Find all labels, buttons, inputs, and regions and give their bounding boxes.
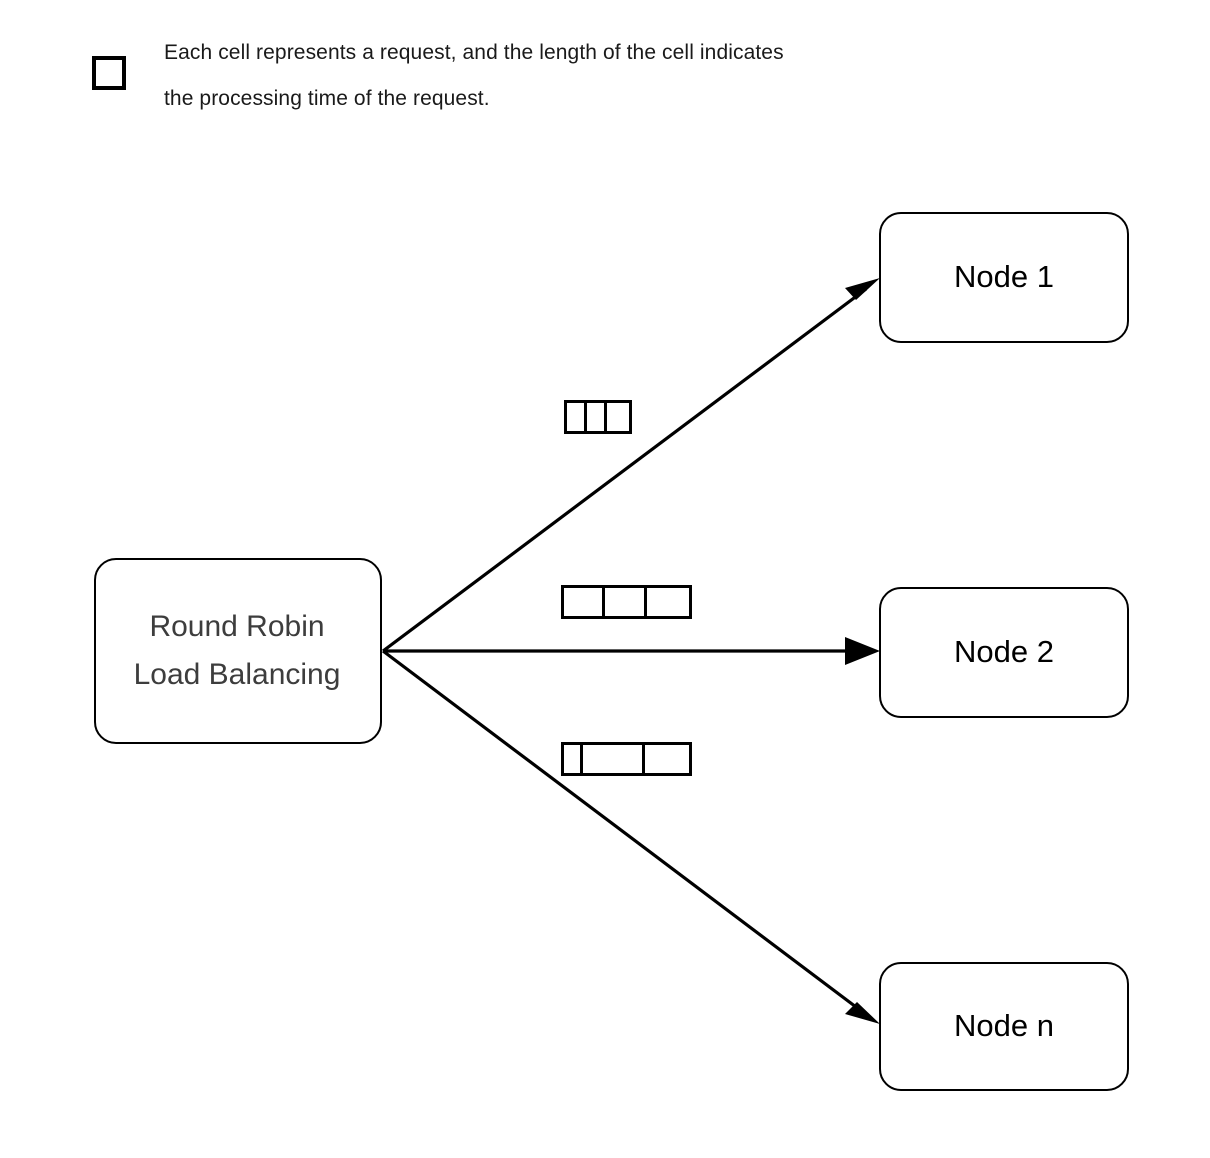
load-balancer-label: Round Robin Load Balancing: [133, 610, 341, 691]
request-cell: [583, 745, 646, 773]
request-queue-node-2: [561, 585, 692, 619]
legend-description: Each cell represents a request, and the …: [164, 41, 784, 110]
edge-to-node-n: [382, 649, 880, 1024]
node-label-2: Node 2: [954, 634, 1054, 670]
request-cell: [587, 403, 608, 431]
load-balancer-box[interactable]: Round Robin Load Balancing: [94, 558, 382, 744]
request-queue-node-1: [564, 400, 632, 434]
empty-square-cell-icon: [92, 56, 126, 90]
request-cell: [564, 588, 606, 616]
node-box-2[interactable]: Node 2: [879, 587, 1129, 718]
request-cell: [647, 588, 689, 616]
node-box-n[interactable]: Node n: [879, 962, 1129, 1091]
edge-to-node-2: [383, 637, 880, 665]
node-label-1: Node 1: [954, 259, 1054, 295]
request-cell: [567, 403, 588, 431]
node-box-1[interactable]: Node 1: [879, 212, 1129, 343]
legend: Each cell represents a request, and the …: [92, 30, 972, 130]
request-cell: [607, 403, 629, 431]
request-cell: [605, 588, 648, 616]
request-queue-node-n: [561, 742, 692, 776]
request-cell: [564, 745, 584, 773]
node-label-n: Node n: [954, 1008, 1054, 1044]
request-cell: [645, 745, 690, 773]
